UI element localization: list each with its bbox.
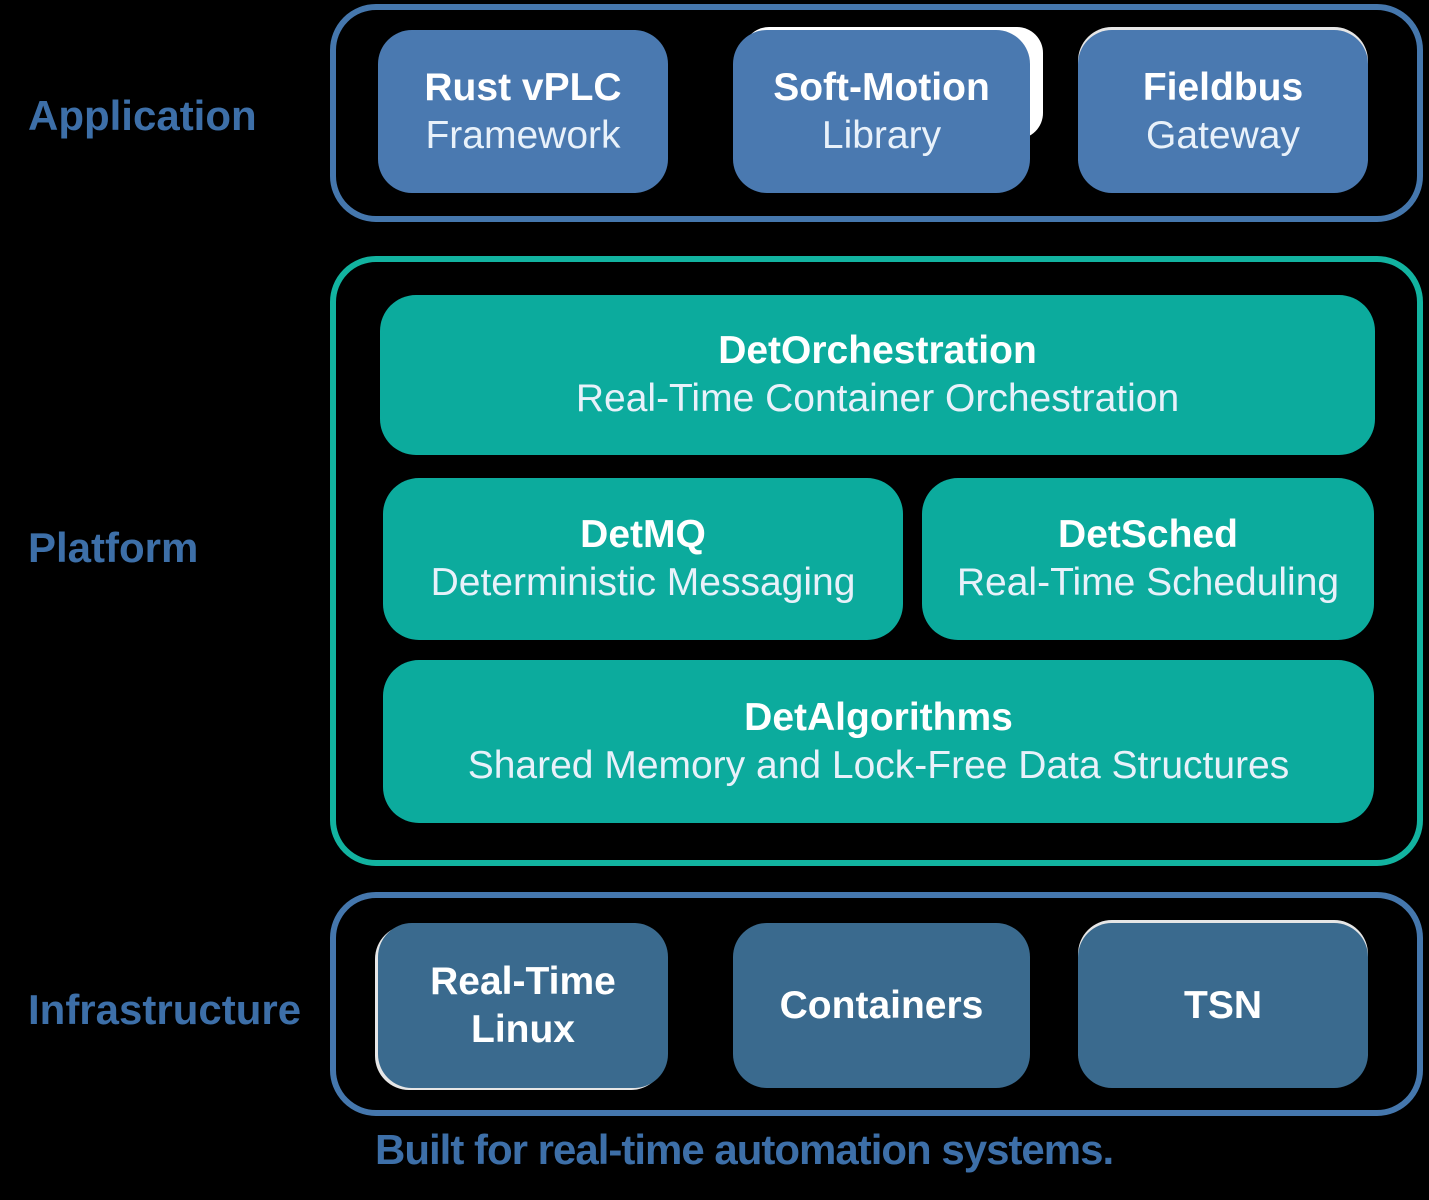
- box-title: DetOrchestration: [718, 329, 1037, 373]
- box-title: DetAlgorithms: [744, 695, 1013, 739]
- real-time-linux-box: Real-Time Linux: [378, 923, 668, 1088]
- box-subtitle: Real-Time Scheduling: [956, 561, 1340, 604]
- box-title: DetSched: [1058, 513, 1238, 557]
- box-title: Rust vPLC: [424, 65, 622, 109]
- containers-box: Containers: [733, 923, 1030, 1088]
- platform-group-container: [330, 256, 1423, 866]
- box-title: Containers: [779, 983, 984, 1027]
- infrastructure-layer-label: Infrastructure: [28, 986, 302, 1033]
- fieldbus-gateway-box: Fieldbus Gateway: [1078, 30, 1368, 193]
- soft-motion-library-box: Soft-Motion Library: [733, 30, 1030, 193]
- bottom-caption: Built for real-time automation systems.: [375, 1126, 1114, 1173]
- box-title: Fieldbus: [1142, 65, 1304, 109]
- box-subtitle: Linux: [471, 1007, 575, 1051]
- box-title: DetMQ: [580, 513, 706, 557]
- detmq-box: DetMQ Deterministic Messaging: [383, 478, 903, 640]
- box-subtitle: Framework: [425, 113, 621, 157]
- infrastructure-group-container: [330, 892, 1423, 1116]
- box-subtitle: Library: [821, 113, 942, 157]
- platform-layer-label: Platform: [28, 524, 199, 571]
- box-title: TSN: [1184, 983, 1262, 1027]
- box-subtitle: Real-Time Container Orchestration: [575, 377, 1180, 420]
- box-subtitle: Deterministic Messaging: [430, 561, 856, 604]
- detalgorithms-box: DetAlgorithms Shared Memory and Lock-Fre…: [383, 660, 1374, 823]
- application-group-container: [330, 4, 1423, 222]
- rust-vplc-framework-box: Rust vPLC Framework: [378, 30, 668, 193]
- tsn-box: TSN: [1078, 923, 1368, 1088]
- detsched-box: DetSched Real-Time Scheduling: [922, 478, 1374, 640]
- box-title: Real-Time: [430, 959, 616, 1003]
- application-layer-label: Application: [28, 92, 257, 139]
- box-subtitle: Gateway: [1146, 113, 1300, 157]
- box-subtitle: Shared Memory and Lock-Free Data Structu…: [467, 743, 1290, 787]
- box-title: Soft-Motion: [773, 65, 990, 109]
- detorchestration-box: DetOrchestration Real-Time Container Orc…: [380, 295, 1375, 455]
